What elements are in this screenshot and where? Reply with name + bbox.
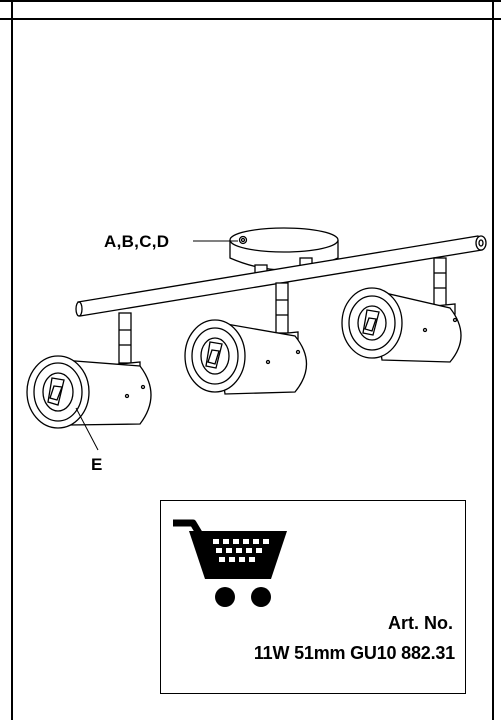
shopping-cart-icon xyxy=(173,519,287,607)
spotlight-left xyxy=(26,312,152,429)
product-info-box: Art. No. 11W 51mm GU10 882.31 xyxy=(160,500,466,694)
product-spec-line: 11W 51mm GU10 882.31 xyxy=(253,643,455,663)
spotlight-middle xyxy=(184,282,308,395)
mounting-bar xyxy=(75,235,487,317)
parts-callout-label: A,B,C,D xyxy=(104,232,170,251)
spotlight-right xyxy=(341,257,462,363)
ceiling-canopy xyxy=(229,227,339,275)
shade-callout-label: E xyxy=(91,455,103,474)
article-number-label: Art. No. xyxy=(388,613,453,633)
shade-leader-line xyxy=(75,407,99,451)
